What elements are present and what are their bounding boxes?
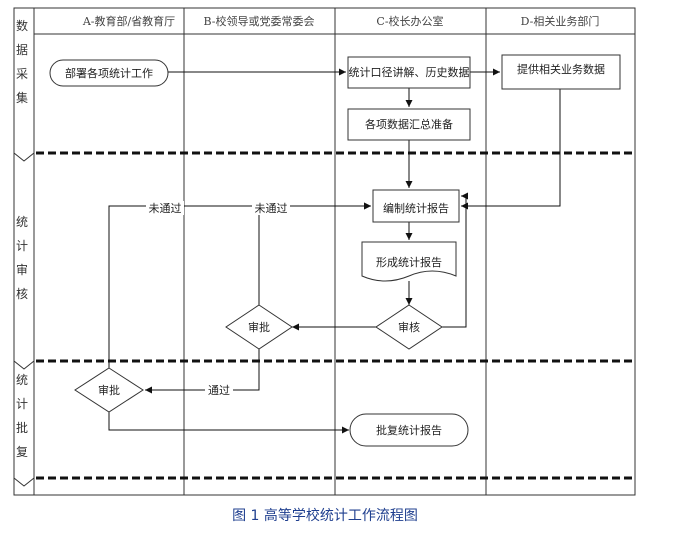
stage-approve: 统 计 批 复 [16,373,28,459]
node-review-c: 审核 [375,304,443,350]
node-provide-label: 提供相关业务数据 [517,62,605,76]
label-not-passed-b: 未通过 [255,202,288,215]
nodes: 部署各项统计工作 统计口径讲解、历史数据 提供相关业务数据 各项数据汇总准备 编… [49,54,621,447]
stage-char: 批 [16,420,28,435]
lane-header-d: D-相关业务部门 [521,14,600,28]
node-explain: 统计口径讲解、历史数据 [347,56,471,89]
node-deploy-label: 部署各项统计工作 [65,66,153,80]
stage-labels: 数 据 采 集 统 计 审 核 统 计 批 复 [16,18,28,459]
stage-notches [13,152,35,487]
node-form: 形成统计报告 [361,241,457,282]
edge-labels: 未通过 未通过 通过 [146,201,290,397]
lane-header-a: A-教育部/省教育厅 [82,14,175,28]
stage-char: 统 [16,215,28,229]
node-deploy: 部署各项统计工作 [49,59,169,87]
node-reply-label: 批复统计报告 [376,423,442,437]
edge-review-loop [442,192,468,328]
label-not-passed-a: 未通过 [149,202,182,215]
node-approve-b: 审批 [225,304,293,350]
node-compile: 编制统计报告 [372,189,460,223]
stage-char: 审 [16,262,28,277]
node-form-label: 形成统计报告 [376,255,442,269]
stage-separators [36,151,633,480]
label-passed: 通过 [208,384,230,397]
node-explain-label: 统计口径讲解、历史数据 [349,65,470,79]
node-review-c-label: 审核 [398,320,420,334]
stage-char: 计 [16,239,28,253]
stage-char: 核 [16,287,28,301]
lane-grid [13,7,636,496]
node-approve-a: 审批 [74,367,144,413]
edge-approve-a-reply [108,412,349,434]
node-summary: 各项数据汇总准备 [347,108,471,141]
edge-approve-b-reject [258,202,371,305]
stage-char: 据 [16,43,28,57]
lane-header-c: C-校长办公室 [376,14,443,28]
stage-char: 复 [16,445,28,459]
edge-provide-compile [461,89,561,210]
node-summary-label: 各项数据汇总准备 [365,117,453,131]
stage-char: 数 [16,18,28,33]
stage-char: 集 [16,90,28,105]
edge-approve-a-reject [108,202,371,368]
node-reply: 批复统计报告 [349,413,469,447]
stage-review: 统 计 审 核 [16,215,28,301]
stage-char: 采 [16,67,28,81]
edge-approve-b-pass [145,349,260,394]
stage-char: 统 [16,373,28,387]
lane-headers: A-教育部/省教育厅 B-校领导或党委常委会 C-校长办公室 D-相关业务部门 [82,14,600,28]
node-approve-b-label: 审批 [248,320,270,334]
node-approve-a-label: 审批 [98,383,120,397]
node-compile-label: 编制统计报告 [383,201,449,215]
stage-char: 计 [16,397,28,411]
figure-caption: 图 1 高等学校统计工作流程图 [232,508,418,524]
lane-header-b: B-校领导或党委常委会 [203,14,314,28]
stage-collect: 数 据 采 集 [16,18,28,105]
node-provide: 提供相关业务数据 [501,54,621,90]
